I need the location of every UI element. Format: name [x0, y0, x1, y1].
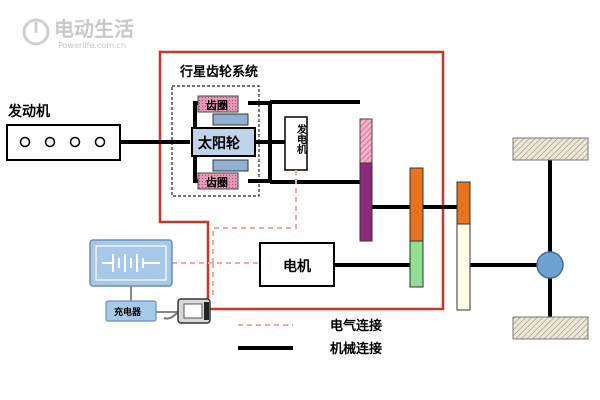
battery: [89, 239, 173, 287]
engine-cylinder: [94, 136, 106, 148]
ring-gear-top-label: 齿圈: [206, 98, 228, 112]
wheel-bottom: [512, 316, 589, 340]
engine-cylinder: [44, 136, 56, 148]
engine: [6, 124, 121, 161]
battery-cells-icon: [102, 254, 160, 272]
ring-gear-bottom-label: 齿圈: [206, 175, 228, 189]
sun-gear-label: 太阳轮: [198, 135, 240, 152]
planetary-system-label: 行星齿轮系统: [179, 64, 258, 80]
gear-orange-right: [456, 181, 471, 225]
charger-label: 充电器: [114, 306, 142, 318]
electrical-links: [172, 170, 297, 298]
watermark-logo: 电动生活 Powerlife.com.cn: [22, 17, 134, 50]
generator: 发电机: [284, 116, 308, 171]
gear-white-right: [456, 223, 471, 311]
engine-label: 发动机: [7, 103, 50, 120]
gear-hatched-top: [359, 118, 373, 164]
engine-cylinder: [19, 136, 31, 148]
planet-gear-bottom: [212, 159, 249, 172]
ring-gear-bottom: 齿圈: [197, 172, 239, 190]
gear-purple: [359, 162, 373, 242]
sun-gear: 太阳轮: [191, 127, 256, 157]
motor: 电机: [259, 242, 335, 287]
engine-cylinder: [69, 136, 81, 148]
wheel-top: [512, 137, 589, 161]
legend-mechanical-label: 机械连接: [330, 341, 382, 357]
generator-label: 发电机: [295, 123, 308, 155]
watermark-power-icon: [22, 18, 50, 46]
planet-gear-top: [212, 113, 249, 126]
gear-orange-mid: [409, 167, 424, 242]
watermark-subtitle: Powerlife.com.cn: [58, 41, 126, 50]
mechanical-links: [120, 100, 552, 325]
ring-gear-top: 齿圈: [197, 95, 239, 113]
legend-electrical-label: 电气连接: [330, 318, 382, 334]
charger: 充电器: [105, 300, 157, 322]
legend: 电气连接 机械连接: [238, 318, 382, 357]
differential-hub: [536, 251, 564, 279]
watermark-title: 电动生活: [54, 17, 134, 41]
motor-label: 电机: [283, 258, 311, 275]
charging-plug-icon: [163, 298, 211, 324]
gear-green: [409, 240, 424, 288]
